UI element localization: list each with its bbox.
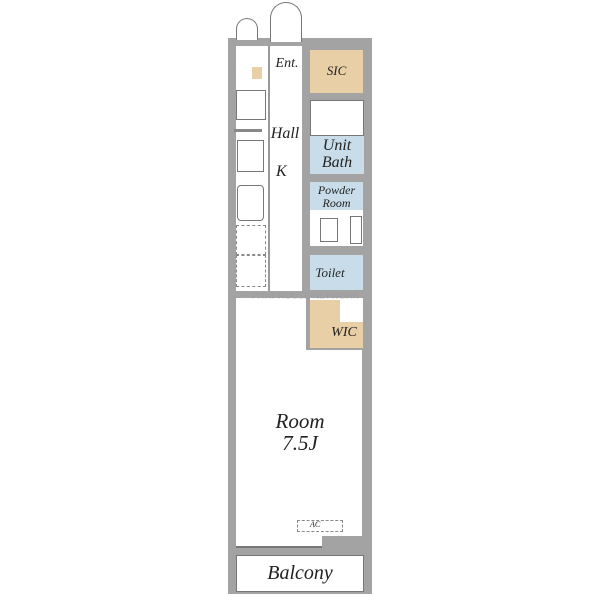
powder-line2: Room: [322, 195, 351, 210]
main-room: [236, 350, 362, 536]
room-name: Room: [275, 409, 325, 433]
kitchen-label: K: [276, 163, 287, 180]
balcony[interactable]: [236, 555, 364, 592]
balcony-label: Balcony: [267, 562, 333, 584]
unit-bath-line1: Unit: [322, 137, 352, 154]
washer-icon: [350, 216, 362, 244]
ac-label: AC: [310, 520, 321, 529]
room-upper: [236, 298, 306, 350]
washbasin-icon: [320, 218, 338, 242]
unit-bath: [310, 136, 364, 174]
wic-storage-2: [340, 322, 363, 348]
room-size: 7.5J: [282, 431, 318, 456]
room-bottom: [236, 536, 322, 548]
sic-label: SIC: [326, 63, 347, 78]
sic-storage: [310, 50, 363, 93]
hall-label: Hall: [270, 125, 300, 142]
ac-unit: [297, 520, 343, 532]
washer-space: [236, 90, 266, 120]
fridge-space: [236, 225, 266, 255]
watermark: PITAT HOUSE NETWORK: [251, 291, 359, 301]
stove-icon: [237, 140, 264, 172]
wic-label: WIC: [331, 325, 357, 340]
powder-room: [310, 182, 363, 210]
meter-door: [236, 18, 258, 40]
toilet-label: Toilet: [315, 265, 345, 280]
fridge-space-2: [236, 255, 266, 287]
counter-edge: [268, 46, 270, 291]
powder-line1: Powder: [317, 183, 356, 197]
entrance-label: Ent.: [275, 56, 299, 71]
sink-icon: [237, 185, 264, 221]
divider: [234, 129, 262, 132]
entrance-door: [270, 2, 302, 42]
bathtub: [310, 100, 364, 136]
window-sash: [236, 546, 322, 548]
toilet-room: [310, 255, 363, 290]
wic-storage: [310, 300, 340, 348]
shoe-box: [252, 67, 262, 79]
unit-bath-line2: Bath: [321, 153, 353, 171]
